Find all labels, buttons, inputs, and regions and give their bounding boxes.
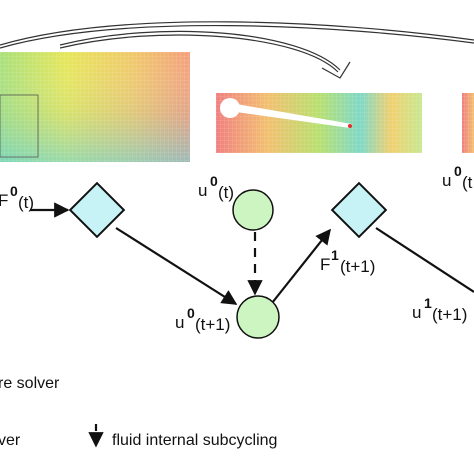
top-transfer-arrows (0, 21, 474, 79)
svg-text:(t+1): (t+1) (195, 315, 230, 334)
legend-fluid-solver: ver (0, 432, 21, 449)
label-u0-t1: u 0 (t+1) (175, 305, 230, 334)
label-f0-t: F 0 (t) (0, 183, 34, 212)
structure-solver-diamond-1 (68, 181, 126, 239)
svg-text:u: u (442, 171, 451, 190)
arrow-diamond1-to-circle2 (115, 227, 238, 305)
svg-text:(t): (t) (218, 183, 234, 202)
label-u0-t: u 0 (t) (198, 173, 234, 202)
flow-arrows (30, 202, 474, 305)
svg-text:1: 1 (424, 295, 432, 311)
legend: re solver ver fluid internal subcycling (0, 375, 277, 449)
svg-text:(t+1): (t+1) (340, 257, 375, 276)
legend-structure-solver: re solver (0, 375, 60, 392)
svg-text:u: u (198, 181, 207, 200)
svg-text:(t): (t) (18, 193, 34, 212)
fluid-solver-circle-2 (236, 295, 280, 339)
svg-text:0: 0 (454, 163, 462, 179)
fluid-field-plot-left (0, 52, 190, 162)
label-f1-t1: F 1 (t+1) (320, 247, 375, 276)
svg-text:0: 0 (210, 173, 218, 189)
fluid-solver-circle-1 (232, 189, 274, 231)
structure-solver-diamond-2 (330, 181, 388, 239)
legend-subcycling: fluid internal subcycling (112, 432, 277, 449)
label-u0-right: u 0 (t (442, 163, 473, 192)
svg-text:(t: (t (462, 173, 473, 192)
svg-text:F: F (320, 255, 330, 274)
svg-text:0: 0 (10, 183, 18, 199)
svg-text:0: 0 (187, 305, 195, 321)
fluid-field-plot-right (462, 93, 474, 153)
svg-text:(t+1): (t+1) (432, 305, 467, 324)
arrow-circle2-to-diamond2 (271, 228, 331, 304)
svg-text:1: 1 (331, 247, 339, 263)
svg-text:u: u (175, 313, 184, 332)
label-u1-t1: u 1 (t+1) (412, 295, 467, 324)
svg-text:F: F (0, 191, 8, 210)
arrow-diamond2-to-right (375, 227, 474, 293)
fluid-field-plot-middle (216, 93, 422, 153)
svg-text:u: u (412, 303, 421, 322)
